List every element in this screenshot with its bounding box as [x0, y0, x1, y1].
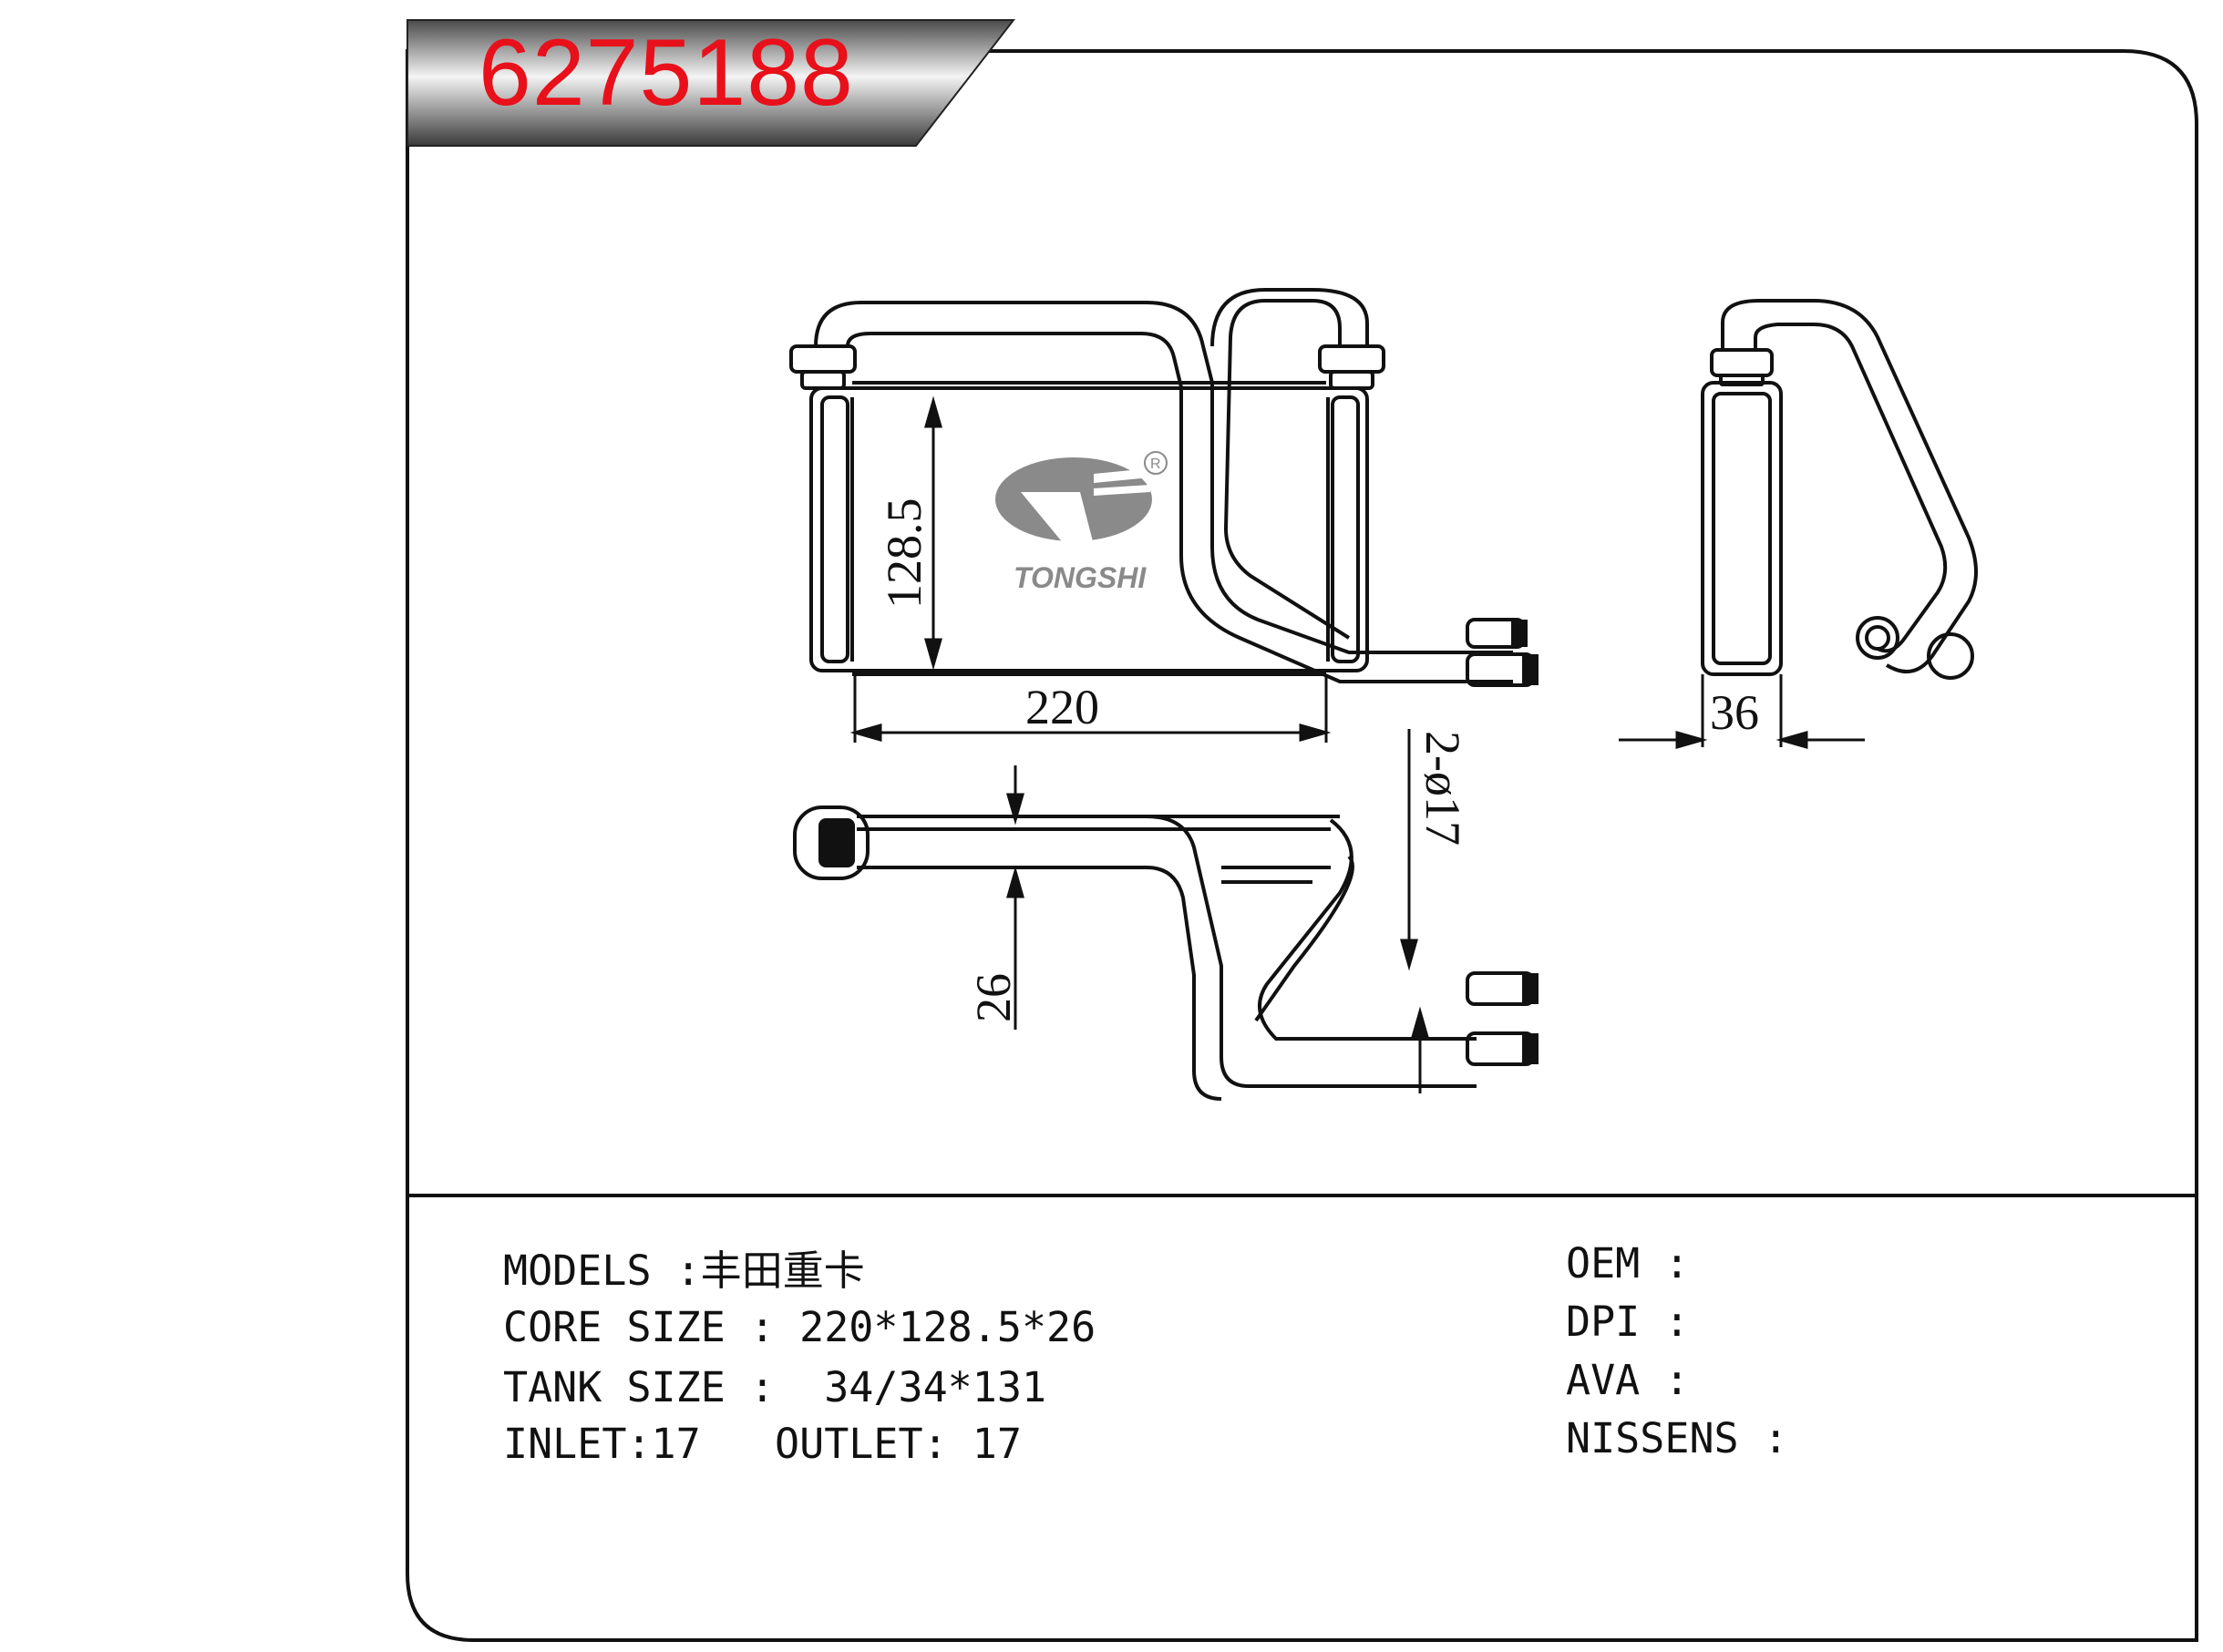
registered-mark: R: [1150, 457, 1161, 472]
dim-pipe-diameter-label: 2-ø17: [1415, 731, 1470, 846]
spec-ava: AVA :: [1566, 1356, 1690, 1404]
spec-oem: OEM :: [1566, 1239, 1690, 1288]
spec-core-size: CORE SIZE : 220*128.5*26: [503, 1303, 1096, 1351]
dim-core-width: [849, 674, 1332, 743]
dim-core-height: [924, 395, 942, 671]
spec-tank-size: TANK SIZE : 34/34*131: [503, 1363, 1047, 1411]
dim-pipe-diameter: [1400, 729, 1429, 1093]
dim-tank-width: [1619, 674, 1865, 749]
brand-name: TONGSHI: [1014, 561, 1147, 594]
spec-inlet-outlet: INLET:17 OUTLET: 17: [503, 1420, 1022, 1468]
part-number: 6275188: [479, 20, 854, 126]
dim-core-depth: [1006, 765, 1024, 1030]
dim-core-depth-label: 26: [966, 973, 1021, 1022]
header-banner: [407, 19, 1016, 147]
spec-dpi: DPI :: [1566, 1298, 1690, 1346]
front-view: [789, 288, 1539, 687]
dim-core-width-label: 220: [1025, 680, 1099, 734]
outer-frame: [406, 49, 2198, 1642]
spec-models: MODELS :丰田重卡: [503, 1247, 865, 1295]
dim-tank-width-label: 36: [1710, 685, 1759, 740]
dim-core-height-label: 128.5: [877, 498, 931, 610]
tongshi-logo: R TONGSHI: [995, 451, 1168, 594]
spec-nissens: NISSENS :: [1566, 1414, 1788, 1462]
side-view: [1701, 299, 1978, 680]
top-view: [793, 805, 1539, 1101]
